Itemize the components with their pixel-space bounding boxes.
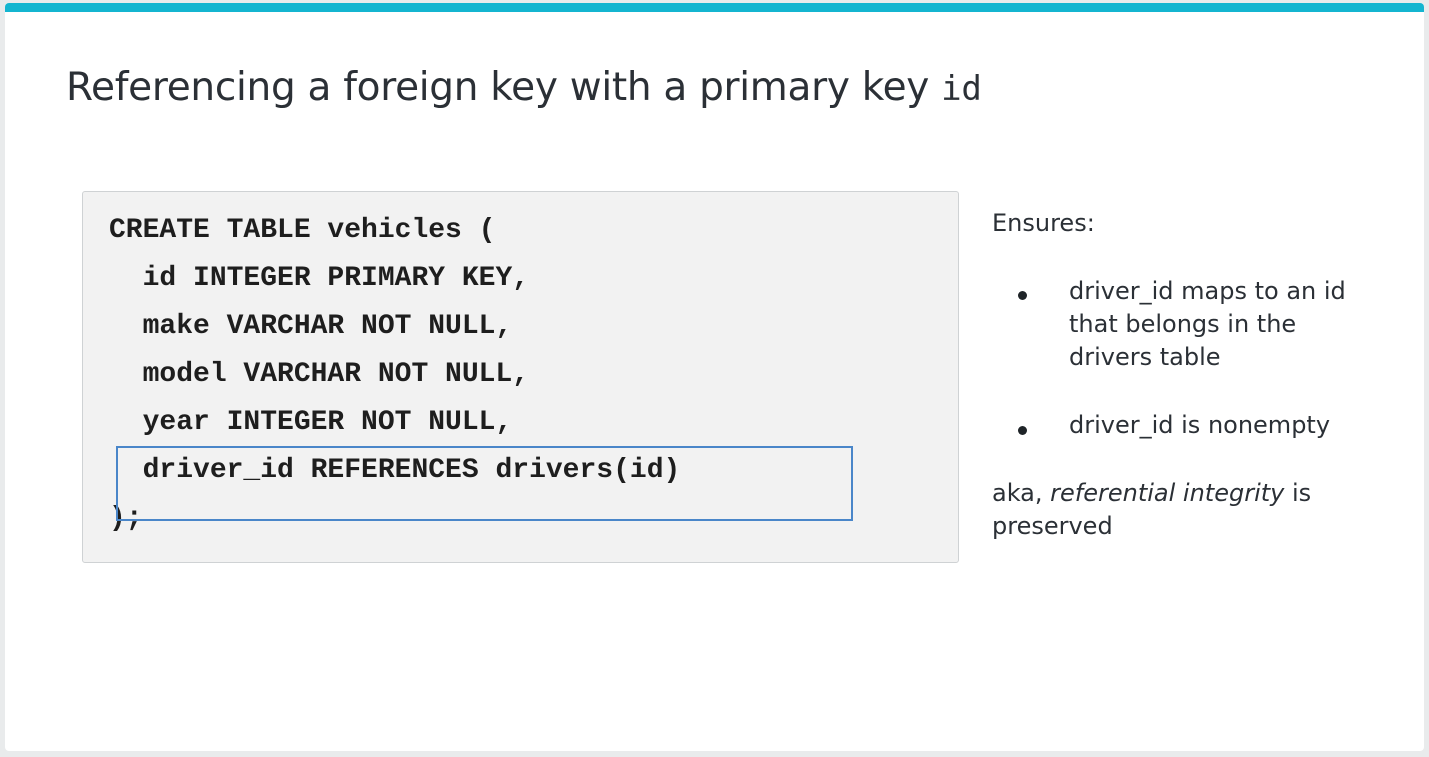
code-line-2: id INTEGER PRIMARY KEY,: [109, 263, 530, 294]
footer-suffix: is: [1284, 479, 1312, 507]
code-line-7: );: [109, 503, 143, 534]
slide: Referencing a foreign key with a primary…: [5, 3, 1424, 751]
code-line-4: model VARCHAR NOT NULL,: [109, 359, 530, 390]
footer-emphasis: referential integrity: [1050, 479, 1285, 507]
footer-prefix: aka,: [992, 479, 1051, 507]
slide-title: Referencing a foreign key with a primary…: [66, 65, 982, 110]
highlight-box: [116, 446, 853, 521]
code-line-3: make VARCHAR NOT NULL,: [109, 311, 513, 342]
bullet-dot-2: [1018, 426, 1027, 435]
code-line-5: year INTEGER NOT NULL,: [109, 407, 513, 438]
title-text: Referencing a foreign key with a primary…: [66, 65, 942, 110]
footer-line-1: aka, referential integrity is: [992, 477, 1311, 510]
bullet-2-line-1: driver_id is nonempty: [1069, 411, 1331, 439]
bullet-1-line-1: driver_id maps to an id: [1069, 277, 1346, 305]
bullet-dot-1: [1018, 291, 1027, 300]
code-line-1: CREATE TABLE vehicles (: [109, 215, 496, 246]
bullet-1-line-2: that belongs in the: [1069, 310, 1297, 338]
code-block: [82, 191, 959, 563]
footer-line-2: preserved: [992, 512, 1113, 540]
ensures-heading: Ensures:: [992, 209, 1095, 237]
title-code: id: [941, 69, 982, 109]
bullet-1-line-3: drivers table: [1069, 343, 1221, 371]
code-line-6: driver_id REFERENCES drivers(id): [109, 455, 681, 486]
accent-bar: [5, 3, 1424, 12]
